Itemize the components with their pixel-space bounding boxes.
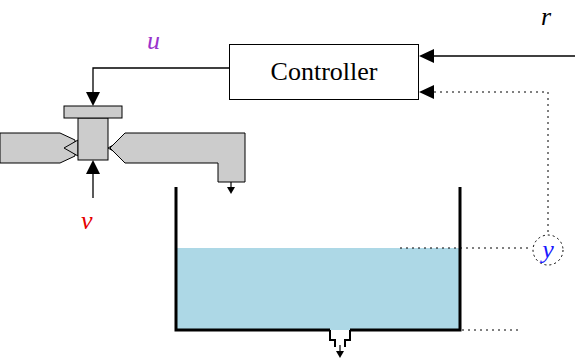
node-text: y [542, 235, 554, 265]
u-signal-line [93, 68, 229, 94]
node-text: Controller [271, 57, 378, 87]
r-signal-line [432, 55, 575, 56]
bottom-leader [462, 330, 520, 331]
tank-outlet [330, 330, 350, 347]
process-box: Controller [229, 44, 419, 100]
level-leader [400, 248, 530, 249]
valve-body [78, 118, 108, 160]
outlet-pipe [110, 133, 245, 182]
signal-name: u [147, 28, 160, 54]
signal-circle: y [532, 232, 564, 268]
water [176, 248, 459, 330]
v-signal-line [92, 172, 93, 198]
feedback-connector [419, 85, 548, 232]
valve-handle [64, 106, 122, 118]
signal-name: r [541, 4, 551, 30]
signal-name: v [81, 208, 93, 234]
tank-wall [176, 187, 460, 330]
